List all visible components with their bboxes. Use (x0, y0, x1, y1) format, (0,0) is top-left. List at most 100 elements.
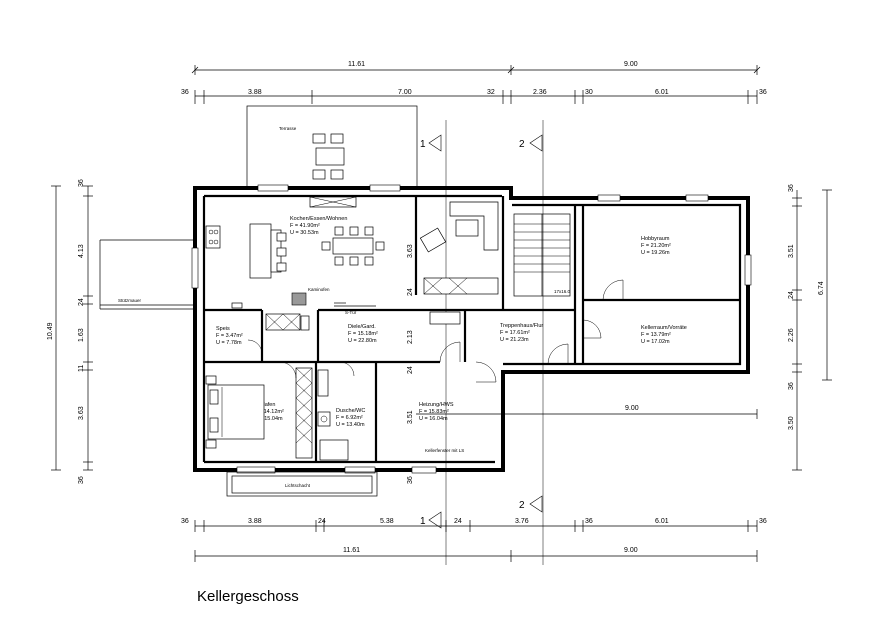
section-2-top: 2 (519, 139, 525, 150)
label-dusche-f: F = 6.92m² (336, 415, 363, 421)
label-schlafen-u: U = 15.04m (254, 416, 283, 422)
label-diele-f: F = 15.18m² (348, 331, 378, 337)
dim-bot-b: 3.88 (248, 518, 262, 525)
dim-right-total: 6.74 (818, 281, 825, 295)
dim-right-e: 36 (788, 382, 795, 390)
label-keller-u: U = 17.02m (641, 339, 670, 345)
dim-bot-total-left: 11.61 (343, 547, 360, 554)
label-treppen: Treppenhaus/Flur (500, 323, 543, 329)
pantry-hall: Speis F = 3.47m² U = 7.78m Diele/Gard. F… (216, 311, 569, 365)
living-area (419, 201, 499, 295)
dim-inner-1: 3.63 (407, 244, 414, 258)
plan-title: Kellergeschoss (197, 588, 299, 605)
label-lichtschacht: Lichtschacht (285, 483, 311, 488)
label-stuetzmauer: Stützmauer (118, 298, 142, 303)
dim-left-d: 1.63 (78, 328, 85, 342)
dim-bot-d: 5.38 (380, 518, 394, 525)
dim-left-e: 11 (78, 365, 85, 372)
label-kochen-f: F = 41.90m² (290, 223, 320, 229)
dim-left-c: 24 (78, 298, 85, 306)
label-keller-f: F = 13.79m² (641, 332, 671, 338)
dim-bot-g: 36 (585, 518, 593, 525)
label-treppen-f: F = 17.61m² (500, 330, 530, 336)
label-schlafen-f: F = 14.12m² (254, 409, 284, 415)
section-1-bottom: 1 (420, 516, 426, 527)
dim-inner-4: 24 (407, 366, 414, 374)
label-speis-f: F = 3.47m² (216, 333, 243, 339)
dim-top-c: 7.00 (398, 89, 412, 96)
section-1-top: 1 (420, 139, 426, 150)
outer-walls (191, 184, 752, 474)
label-diele-u: U = 22.80m (348, 338, 377, 344)
dim-left-g: 36 (78, 476, 85, 484)
dim-bot-total-right: 9.00 (624, 547, 638, 554)
section-markers-bottom: 2 1 (420, 495, 543, 529)
dim-bot-f: 3.76 (515, 518, 529, 525)
label-dusche-u: U = 13.40m (336, 422, 365, 428)
dim-left-a: 36 (78, 179, 85, 187)
label-terrasse: Terrasse (279, 126, 297, 131)
dim-inner-2: 24 (407, 288, 414, 296)
dim-right-d: 2.26 (788, 328, 795, 342)
label-schlafen: Schlafen (254, 402, 275, 408)
label-keller: Kellerraum/Vorräte (641, 325, 687, 331)
dim-right-a: 36 (788, 184, 795, 192)
bedroom-bath-boiler: Schlafen F = 14.12m² U = 15.04m Dusche/W… (205, 361, 497, 461)
label-kochen-u: U = 30.53m (290, 230, 319, 236)
dim-left-b: 4.13 (78, 244, 85, 258)
right-dimensions: 36 3.51 24 2.26 36 3.50 6.74 (788, 184, 832, 471)
label-stair-note: 17x16.0 (554, 289, 571, 294)
dim-top-g: 6.01 (655, 89, 669, 96)
label-hobby: Hobbyraum (641, 236, 670, 242)
inner-dimensions: 3.63 24 2.13 24 3.51 36 9.00 (407, 244, 758, 484)
dim-inner-mid: 9.00 (625, 405, 639, 412)
dim-inner-6: 36 (407, 476, 414, 484)
dim-left-total: 10.49 (47, 322, 54, 340)
dim-right-b: 3.51 (788, 244, 795, 258)
dim-bot-h: 6.01 (655, 518, 669, 525)
dim-bot-e: 24 (454, 518, 462, 525)
dim-bot-i: 36 (759, 518, 767, 525)
section-markers-top: 1 2 (420, 120, 544, 565)
kitchen-living: Kochen/Essen/Wohnen F = 41.90m² U = 30.5… (205, 196, 385, 315)
dim-top-total-right: 9.00 (624, 61, 638, 68)
dim-inner-3: 2.13 (407, 330, 414, 344)
dim-bot-c: 24 (318, 518, 326, 525)
dim-top-a: 36 (181, 89, 189, 96)
label-kamin: Kaminofen (308, 287, 330, 292)
dim-top-total-left: 11.61 (348, 61, 365, 68)
label-schiebetuer: S-Tür (345, 310, 357, 315)
dim-top-f: 30 (585, 89, 593, 96)
hobby-storage: Hobbyraum F = 21.20m² U = 19.26m Kellerr… (582, 236, 687, 345)
label-heizung-u: U = 16.04m (419, 416, 448, 422)
label-kochen: Kochen/Essen/Wohnen (290, 216, 347, 222)
label-hobby-f: F = 21.20m² (641, 243, 671, 249)
light-well: Lichtschacht (226, 471, 378, 497)
inner-walls (204, 196, 740, 462)
dim-right-f: 3.50 (788, 416, 795, 430)
terrace: Terrasse (246, 105, 418, 189)
label-dusche: Dusche/WC (336, 408, 365, 414)
label-treppen-u: U = 21.23m (500, 337, 529, 343)
dim-top-d: 32 (487, 89, 495, 96)
dim-inner-5: 3.51 (407, 410, 414, 424)
dim-right-c: 24 (788, 291, 795, 299)
dim-left-f: 3.63 (78, 406, 85, 420)
left-dimensions: 10.49 36 4.13 24 1.63 11 3.63 36 (47, 179, 93, 484)
label-heizung-f: F = 15.83m² (419, 409, 449, 415)
label-speis-u: U = 7.78m (216, 340, 242, 346)
staircase: 17x16.0 (513, 213, 571, 297)
label-hobby-u: U = 19.26m (641, 250, 670, 256)
dim-bot-a: 36 (181, 518, 189, 525)
label-kellerfenster: Kellerfenster mit LS (425, 448, 464, 453)
bottom-dimensions: 36 3.88 24 5.38 24 3.76 36 6.01 36 11.61… (181, 518, 767, 562)
top-dimensions: 11.61 9.00 36 3.88 7.00 32 2.36 30 6.01 … (181, 61, 767, 104)
label-speis: Speis (216, 326, 230, 332)
label-diele: Diele/Gard. (348, 324, 376, 330)
dim-top-e: 2.36 (533, 89, 547, 96)
label-heizung: Heizung/HWS (419, 402, 454, 408)
dim-top-h: 36 (759, 89, 767, 96)
dim-top-b: 3.88 (248, 89, 262, 96)
section-2-bottom: 2 (519, 500, 525, 511)
retaining-wall: Stützmauer (99, 239, 195, 310)
